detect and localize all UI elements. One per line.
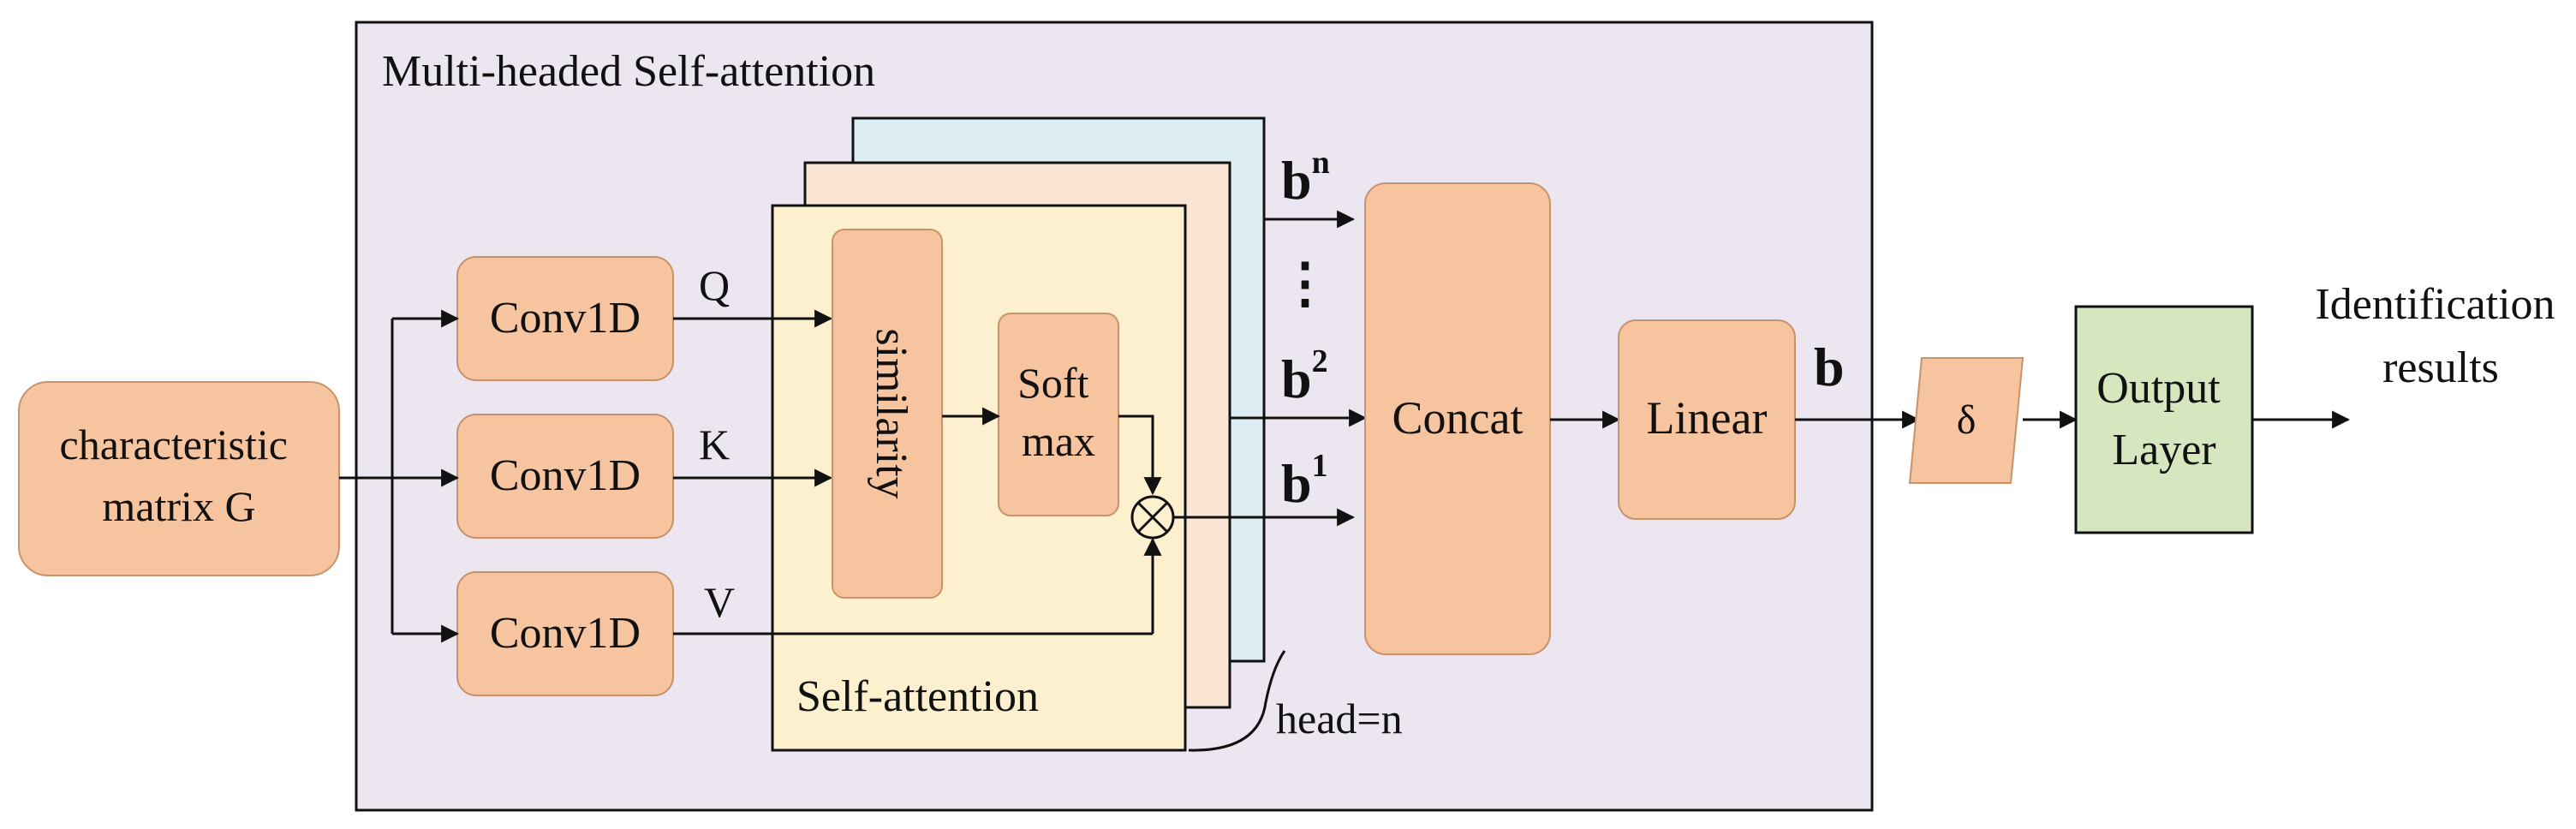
bn-label: bn <box>1281 145 1330 211</box>
multi-head-title: Multi-headed Self-attention <box>382 47 875 96</box>
output-layer-label: Output Layer <box>2096 364 2231 474</box>
head-count-label: head=n <box>1276 695 1403 743</box>
linear-label: Linear <box>1647 392 1768 444</box>
input-matrix-box <box>18 381 340 576</box>
conv1d-v-label: Conv1D <box>490 609 641 658</box>
softmax-label: Soft max <box>1017 359 1100 465</box>
similarity-box <box>832 229 943 599</box>
self-attention-label: Self-attention <box>796 672 1039 721</box>
softmax-box <box>998 313 1119 516</box>
q-label: Q <box>699 261 730 309</box>
softmax-to-multiply-arrow <box>1118 414 1162 496</box>
conv1d-k-label: Conv1D <box>490 451 641 500</box>
similarity-label: similarity <box>867 328 915 498</box>
head-bracket <box>1188 650 1286 752</box>
activation-delta-box <box>1908 357 2024 484</box>
concat-label: Concat <box>1392 392 1524 444</box>
conv1d-q-label: Conv1D <box>490 294 641 343</box>
b-ellipsis: ⋮ <box>1278 253 1333 313</box>
v-label: V <box>704 578 735 626</box>
input-matrix-label: characteristic matrix G <box>60 420 299 530</box>
identification-results-label: Identification results <box>2315 280 2566 392</box>
multiply-operator-icon <box>1130 495 1175 540</box>
k-label: K <box>699 420 730 468</box>
b2-label: b2 <box>1281 343 1328 409</box>
activation-delta-label: δ <box>1957 397 1977 443</box>
b1-label: b1 <box>1281 448 1328 514</box>
output-layer-box <box>2074 305 2254 534</box>
b-output-label: b <box>1814 337 1845 397</box>
